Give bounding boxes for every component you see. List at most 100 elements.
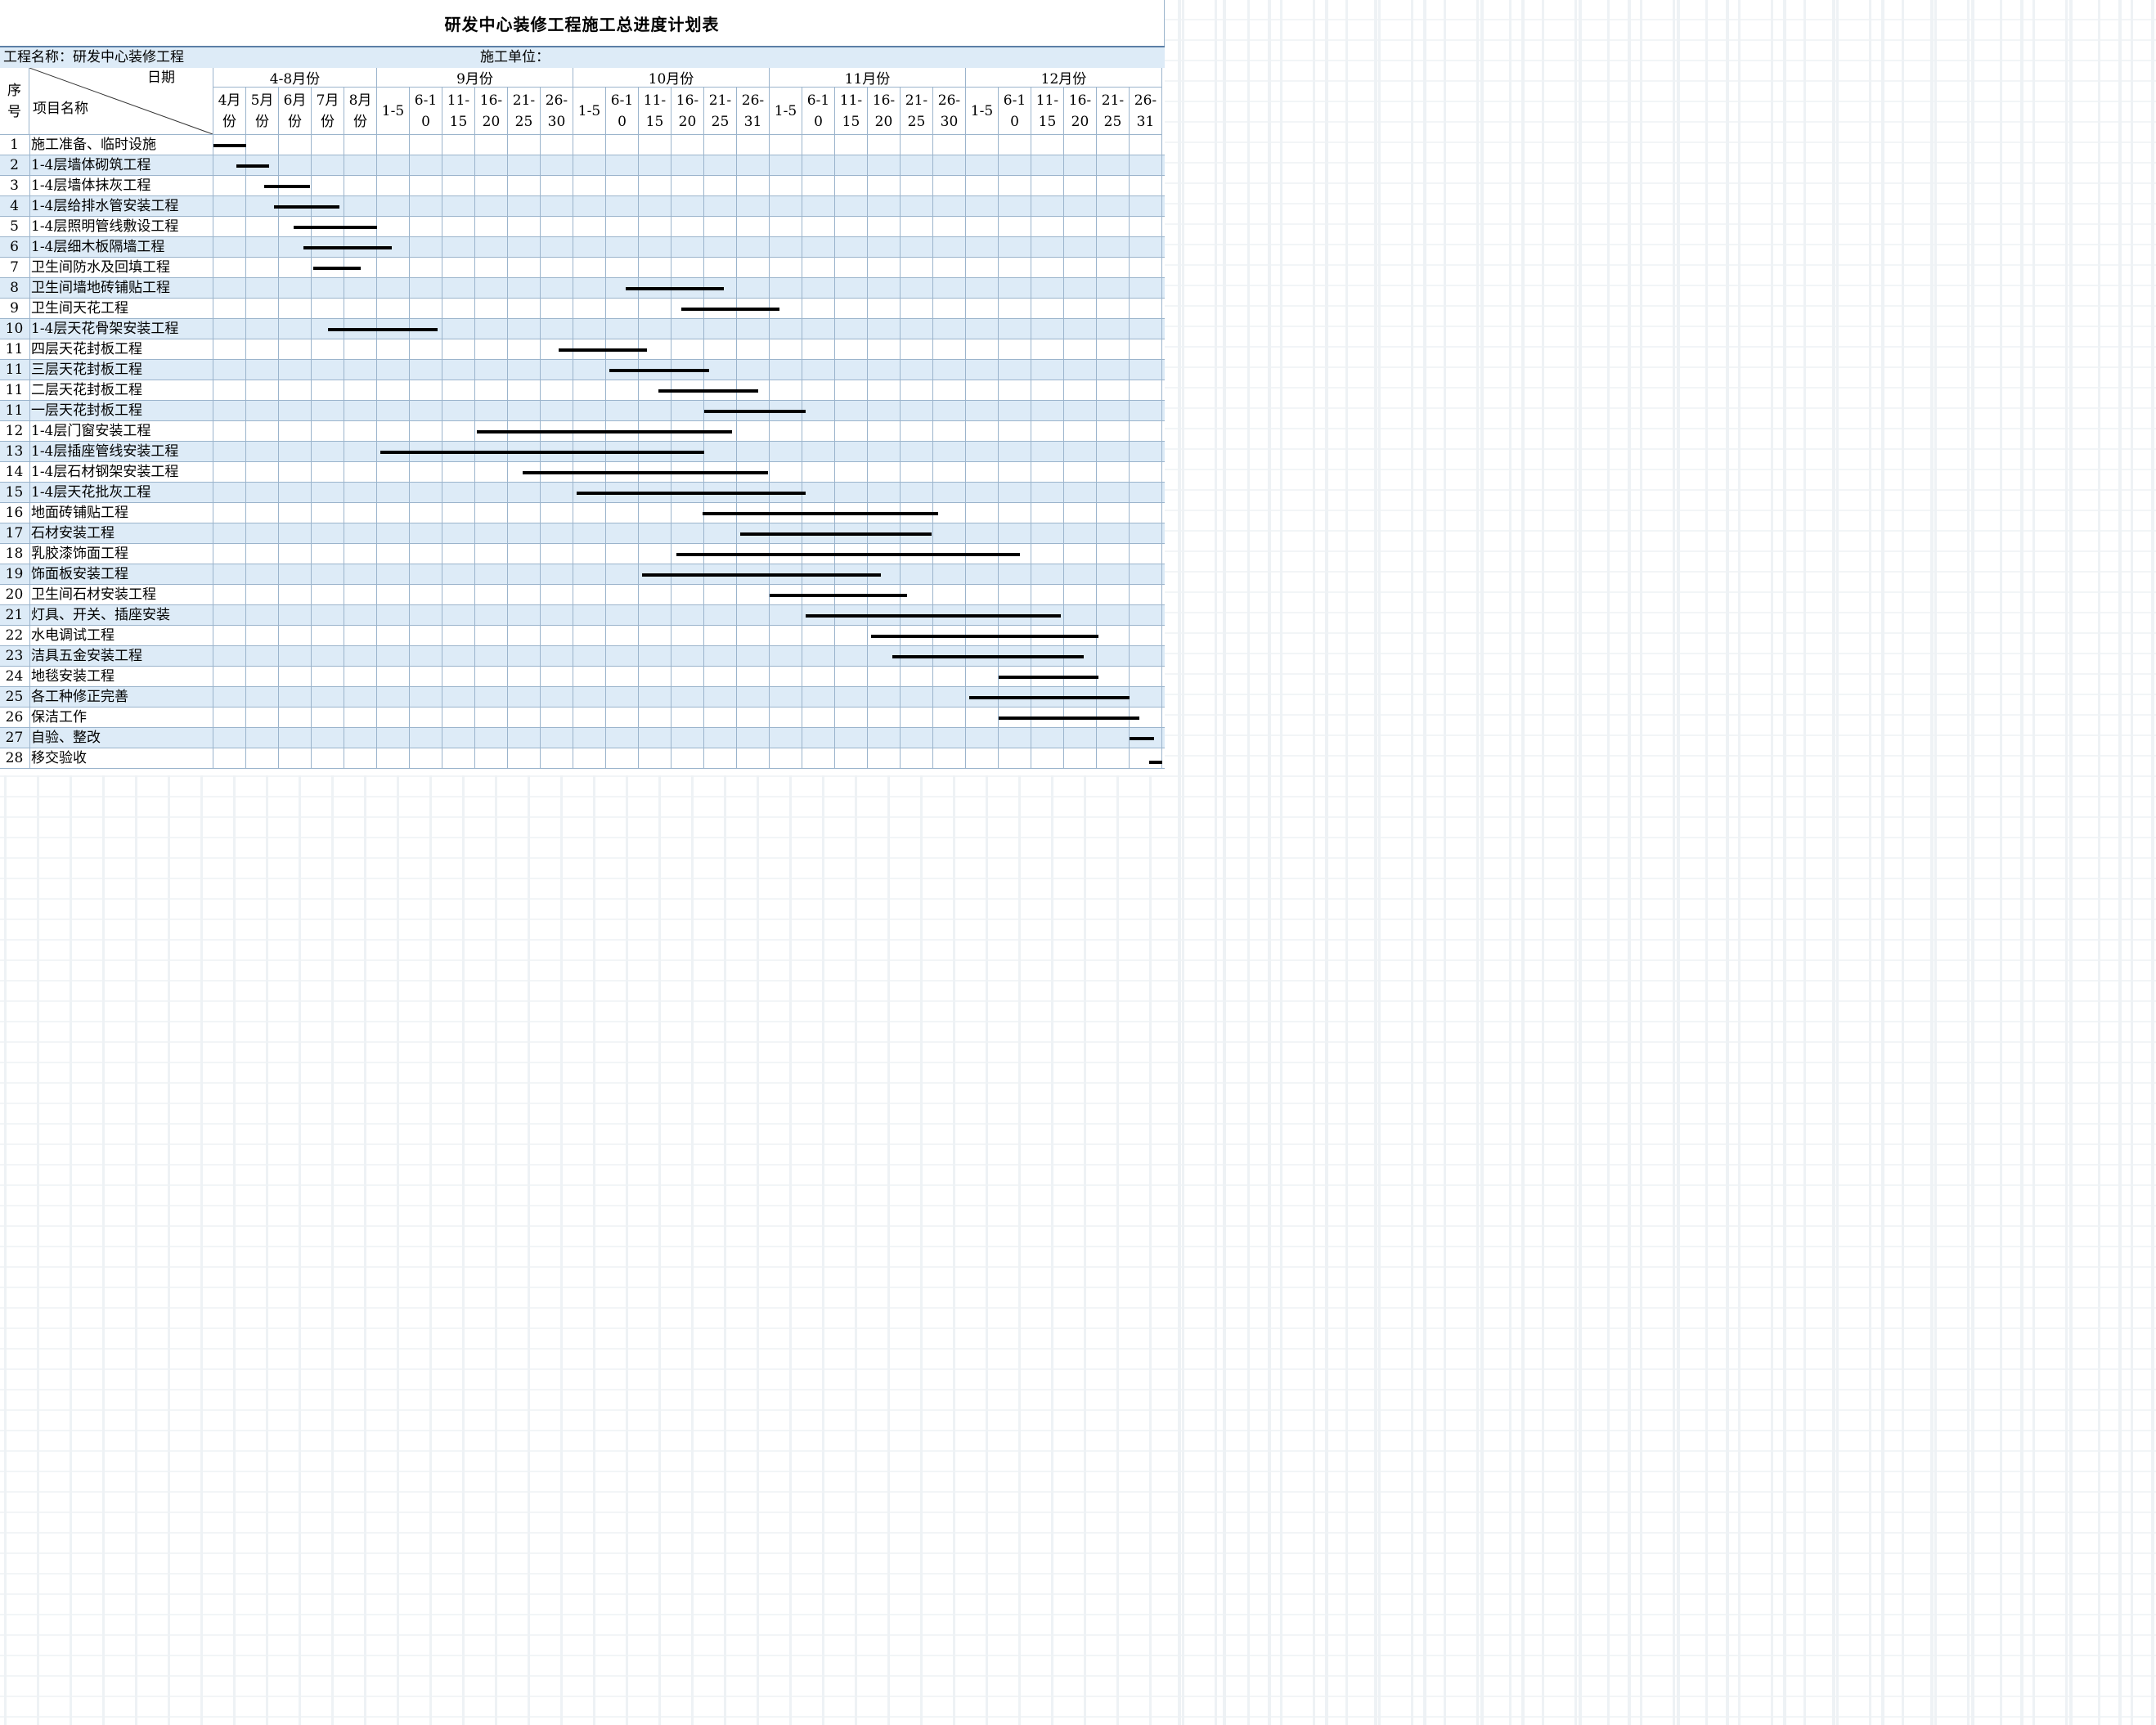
- grid-column-line: [507, 360, 508, 380]
- grid-column-line: [605, 135, 606, 155]
- gantt-bar: [999, 676, 1098, 679]
- background-grid-line: [1971, 0, 1974, 1725]
- grid-column-line: [278, 523, 279, 544]
- period-column-header: 26-30: [933, 88, 966, 135]
- grid-column-line: [671, 585, 672, 605]
- grid-column-line: [1096, 360, 1097, 380]
- grid-column-line: [638, 626, 639, 646]
- grid-column-line: [867, 687, 868, 708]
- task-name: 1-4层石材钢架安装工程: [31, 464, 179, 480]
- grid-column-line: [900, 442, 901, 462]
- grid-column-line: [376, 544, 377, 564]
- grid-column-line: [769, 196, 770, 217]
- grid-column-line: [1063, 258, 1064, 278]
- grid-column-line: [900, 360, 901, 380]
- grid-column-line: [605, 196, 606, 217]
- grid-column-line: [834, 421, 835, 442]
- grid-column-line: [1161, 483, 1162, 503]
- grid-column-line: [769, 708, 770, 728]
- grid-column-line: [900, 667, 901, 687]
- grid-column-line: [605, 258, 606, 278]
- grid-column-line: [474, 708, 475, 728]
- grid-column-line: [932, 196, 933, 217]
- grid-column-line: [29, 339, 30, 360]
- grid-column-line: [1161, 380, 1162, 401]
- grid-column-line: [311, 646, 312, 667]
- grid-column-line: [703, 135, 704, 155]
- grid-column-line: [703, 196, 704, 217]
- grid-column-line: [1096, 646, 1097, 667]
- grid-column-line: [1129, 176, 1130, 196]
- grid-column-line: [671, 237, 672, 258]
- task-name: 乳胶漆饰面工程: [31, 546, 128, 562]
- grid-row-line: [0, 420, 1165, 421]
- grid-column-line: [1063, 462, 1064, 483]
- grid-column-line: [638, 319, 639, 339]
- grid-column-line: [29, 299, 30, 319]
- period-column-header: 4月份: [213, 88, 246, 135]
- grid-column-line: [834, 667, 835, 687]
- grid-column-line: [965, 176, 966, 196]
- grid-column-line: [245, 380, 246, 401]
- grid-row-line: [0, 543, 1165, 544]
- grid-column-line: [1096, 135, 1097, 155]
- grid-column-line: [474, 237, 475, 258]
- task-number: 11: [5, 382, 24, 398]
- grid-column-line: [409, 360, 410, 380]
- grid-column-line: [540, 544, 541, 564]
- grid-column-line: [245, 462, 246, 483]
- grid-column-line: [998, 380, 999, 401]
- grid-row-line: [0, 257, 1165, 258]
- grid-column-line: [605, 360, 606, 380]
- grid-column-line: [1161, 564, 1162, 585]
- gantt-bar: [609, 369, 709, 372]
- grid-column-line: [409, 564, 410, 585]
- grid-column-line: [736, 687, 737, 708]
- grid-column-line: [311, 585, 312, 605]
- grid-column-line: [638, 135, 639, 155]
- grid-column-line: [834, 299, 835, 319]
- grid-row-line: [0, 604, 1165, 605]
- task-number: 27: [5, 730, 24, 746]
- grid-column-line: [540, 155, 541, 176]
- grid-row-line: [0, 359, 1165, 360]
- grid-row-line: [0, 175, 1165, 176]
- header-diagonal-line: [29, 68, 213, 134]
- grid-column-line: [1063, 176, 1064, 196]
- task-name: 洁具五金安装工程: [31, 648, 142, 664]
- grid-column-line: [900, 462, 901, 483]
- grid-row-line: [0, 686, 1165, 687]
- task-name: 施工准备、临时设施: [31, 137, 156, 153]
- task-name: 1-4层插座管线安装工程: [31, 443, 179, 460]
- grid-column-line: [245, 687, 246, 708]
- grid-column-line: [965, 585, 966, 605]
- grid-column-line: [998, 339, 999, 360]
- grid-column-line: [965, 258, 966, 278]
- grid-column-line: [1129, 626, 1130, 646]
- grid-column-line: [474, 196, 475, 217]
- grid-column-line: [834, 626, 835, 646]
- grid-column-line: [769, 605, 770, 626]
- grid-column-line: [29, 523, 30, 544]
- grid-column-line: [769, 339, 770, 360]
- grid-column-line: [409, 237, 410, 258]
- grid-column-line: [998, 278, 999, 299]
- grid-column-line: [29, 380, 30, 401]
- grid-column-line: [311, 155, 312, 176]
- grid-column-line: [1129, 646, 1130, 667]
- grid-column-line: [29, 585, 30, 605]
- task-name: 各工种修正完善: [31, 689, 128, 705]
- grid-column-line: [278, 728, 279, 748]
- grid-row-line: [0, 236, 1165, 237]
- grid-column-line: [932, 585, 933, 605]
- grid-column-line: [671, 544, 672, 564]
- grid-column-line: [1161, 339, 1162, 360]
- grid-column-line: [1161, 523, 1162, 544]
- grid-column-line: [1129, 258, 1130, 278]
- period-column-header: 11-15: [835, 88, 868, 135]
- grid-column-line: [736, 360, 737, 380]
- grid-column-line: [1063, 155, 1064, 176]
